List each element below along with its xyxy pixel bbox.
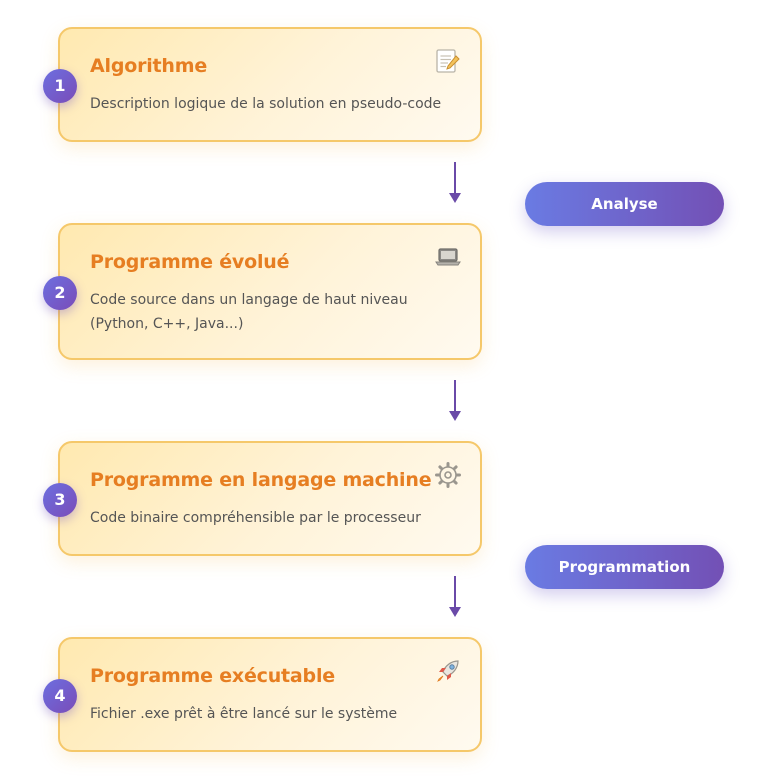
rocket-icon <box>434 657 462 685</box>
step-title: Programme exécutable <box>90 665 335 687</box>
step-description: Code binaire compréhensible par le proce… <box>90 510 421 526</box>
step-number-badge: 3 <box>43 483 77 517</box>
step-card-programme-executable: Programme exécutable Fichier .exe prêt à… <box>58 637 482 752</box>
phase-label-programmation: Programmation <box>525 545 724 589</box>
down-arrow-icon <box>449 576 461 617</box>
gear-icon <box>434 461 462 489</box>
phase-label-analyse: Analyse <box>525 182 724 226</box>
step-description: Description logique de la solution en ps… <box>90 96 442 112</box>
down-arrow-icon <box>449 162 461 203</box>
step-card-algorithme: Algorithme Description logique de la sol… <box>58 27 482 142</box>
step-title: Programme évolué <box>90 251 290 273</box>
step-title: Programme en langage machine <box>90 469 432 491</box>
notepad-icon <box>434 47 462 75</box>
step-title: Algorithme <box>90 55 208 77</box>
laptop-icon <box>434 243 462 271</box>
step-description: Code source dans un langage de haut nive… <box>90 292 408 332</box>
step-card-langage-machine: Programme en langage machine Code binair… <box>58 441 482 556</box>
down-arrow-icon <box>449 380 461 421</box>
step-number-badge: 4 <box>43 679 77 713</box>
step-card-programme-evolue: Programme évolué Code source dans un lan… <box>58 223 482 360</box>
step-number-badge: 2 <box>43 276 77 310</box>
step-number-badge: 1 <box>43 69 77 103</box>
step-description: Fichier .exe prêt à être lancé sur le sy… <box>90 706 398 722</box>
